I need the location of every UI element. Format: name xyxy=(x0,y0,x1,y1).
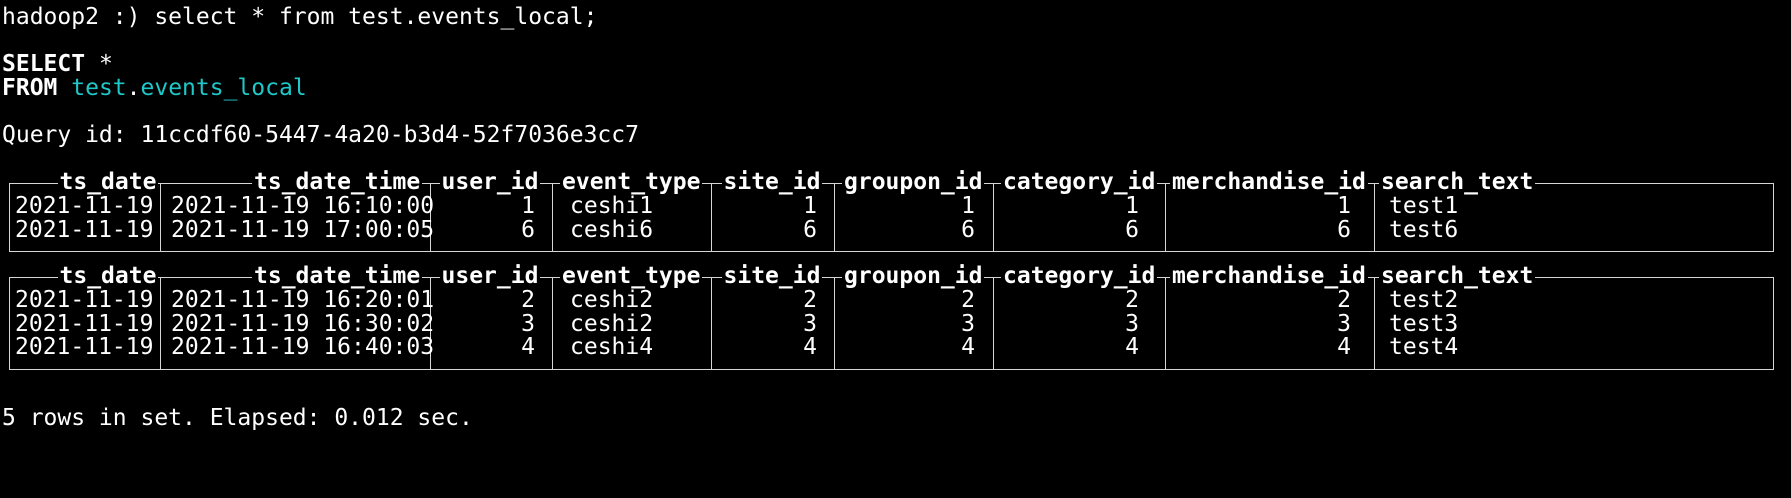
column-header-ts-date-time: ts_date_time xyxy=(252,169,423,196)
column-header-site-id: site_id xyxy=(721,169,823,196)
table-cell-groupon-id: 3 xyxy=(961,310,975,337)
table-cell-groupon-id: 2 xyxy=(961,287,975,313)
column-header-user-id: user_id xyxy=(439,263,541,290)
table-cell-ts-date: 2021-11-19 xyxy=(15,287,154,313)
column-separator xyxy=(993,183,994,251)
formatted-query-from: FROM test.events_local xyxy=(2,75,307,102)
table-cell-ts-date-time: 2021-11-19 17:00:05 xyxy=(171,216,435,243)
table-cell-category-id: 4 xyxy=(1125,334,1139,360)
table-cell-search-text: test4 xyxy=(1389,334,1459,360)
column-separator xyxy=(552,183,553,251)
column-header-search-text: search_text xyxy=(1379,169,1536,196)
column-separator xyxy=(711,277,712,369)
table-cell-ts-date-time: 2021-11-19 16:30:02 xyxy=(171,310,435,337)
column-separator xyxy=(1374,277,1375,369)
column-separator xyxy=(430,277,431,369)
table-cell-user-id: 6 xyxy=(521,216,535,243)
table-cell-user-id: 1 xyxy=(521,193,535,219)
table-cell-site-id: 4 xyxy=(803,334,817,360)
table-cell-category-id: 6 xyxy=(1125,216,1139,243)
table-cell-user-id: 2 xyxy=(521,287,535,313)
column-separator xyxy=(711,183,712,251)
table-cell-event-type: ceshi2 xyxy=(570,310,654,337)
column-header-search-text: search_text xyxy=(1379,263,1536,290)
query-id: Query id: 11ccdf60-5447-4a20-b3d4-52f703… xyxy=(2,122,639,148)
table-cell-groupon-id: 1 xyxy=(961,193,975,219)
column-header-user-id: user_id xyxy=(439,169,541,196)
table-cell-event-type: ceshi6 xyxy=(570,216,654,243)
column-header-ts-date: ts_date xyxy=(57,263,159,290)
result-footer: 5 rows in set. Elapsed: 0.012 sec. xyxy=(2,405,473,431)
column-separator xyxy=(1165,183,1166,251)
column-separator xyxy=(552,277,553,369)
table-cell-search-text: test3 xyxy=(1389,310,1459,337)
column-separator xyxy=(1374,183,1375,251)
select-columns: * xyxy=(85,51,113,77)
table-cell-site-id: 1 xyxy=(803,193,817,219)
table-cell-ts-date: 2021-11-19 xyxy=(15,193,154,219)
column-separator xyxy=(160,183,161,251)
table-cell-site-id: 6 xyxy=(803,216,817,243)
table-cell-event-type: ceshi1 xyxy=(570,193,654,219)
table-cell-user-id: 3 xyxy=(521,310,535,337)
table-cell-merchandise-id: 1 xyxy=(1337,193,1351,219)
table-cell-ts-date-time: 2021-11-19 16:20:01 xyxy=(171,287,435,313)
table-cell-search-text: test2 xyxy=(1389,287,1459,313)
column-separator xyxy=(834,183,835,251)
column-header-event-type: event_type xyxy=(560,263,703,290)
table-cell-merchandise-id: 2 xyxy=(1337,287,1351,313)
table-cell-groupon-id: 4 xyxy=(961,334,975,360)
table-cell-ts-date-time: 2021-11-19 16:40:03 xyxy=(171,334,435,360)
database-name: test xyxy=(71,75,127,101)
table-cell-event-type: ceshi4 xyxy=(570,334,654,360)
select-keyword: SELECT xyxy=(2,51,86,77)
result-block-1: ts_date ts_date_time user_id event_type site… xyxy=(9,169,1774,252)
column-header-site-id: site_id xyxy=(721,263,823,290)
column-header-event-type: event_type xyxy=(560,169,703,196)
column-header-groupon-id: groupon_id xyxy=(842,263,985,290)
column-header-ts-date: ts_date xyxy=(57,169,159,196)
result-block-2: ts_date ts_date_time user_id event_type site… xyxy=(9,263,1774,370)
column-separator xyxy=(1165,277,1166,369)
column-separator xyxy=(430,183,431,251)
table-cell-user-id: 4 xyxy=(521,334,535,360)
column-separator xyxy=(993,277,994,369)
column-header-ts-date-time: ts_date_time xyxy=(252,263,423,290)
table-cell-search-text: test1 xyxy=(1389,193,1459,219)
table-cell-groupon-id: 6 xyxy=(961,216,975,243)
table-name: events_local xyxy=(140,75,307,101)
formatted-query-select: SELECT * xyxy=(2,51,113,78)
command-line: hadoop2 :) select * from test.events_loc… xyxy=(2,4,598,30)
table-cell-merchandise-id: 3 xyxy=(1337,310,1351,337)
table-cell-merchandise-id: 6 xyxy=(1337,216,1351,243)
table-cell-ts-date: 2021-11-19 xyxy=(15,216,154,243)
table-cell-merchandise-id: 4 xyxy=(1337,334,1351,360)
table-cell-site-id: 2 xyxy=(803,287,817,313)
from-keyword: FROM xyxy=(2,75,58,101)
column-separator xyxy=(160,277,161,369)
table-cell-ts-date: 2021-11-19 xyxy=(15,334,154,360)
table-cell-category-id: 2 xyxy=(1125,287,1139,313)
table-cell-event-type: ceshi2 xyxy=(570,287,654,313)
column-header-category-id: category_id xyxy=(1001,263,1158,290)
column-header-merchandise-id: merchandise_id xyxy=(1170,263,1368,290)
table-cell-category-id: 1 xyxy=(1125,193,1139,219)
table-cell-site-id: 3 xyxy=(803,310,817,337)
table-cell-search-text: test6 xyxy=(1389,216,1459,243)
table-cell-category-id: 3 xyxy=(1125,310,1139,337)
table-cell-ts-date-time: 2021-11-19 16:10:00 xyxy=(171,193,435,219)
column-header-merchandise-id: merchandise_id xyxy=(1170,169,1368,196)
table-cell-ts-date: 2021-11-19 xyxy=(15,310,154,337)
column-header-category-id: category_id xyxy=(1001,169,1158,196)
column-header-groupon-id: groupon_id xyxy=(842,169,985,196)
column-separator xyxy=(834,277,835,369)
name-separator: . xyxy=(126,75,141,101)
